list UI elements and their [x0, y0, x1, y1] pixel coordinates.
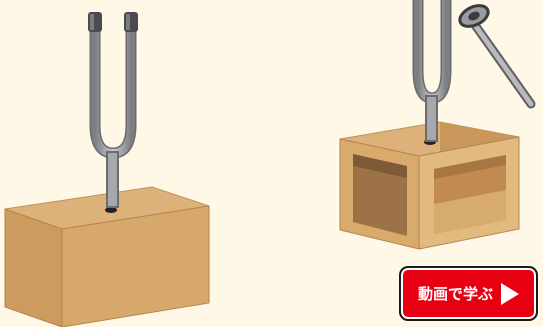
watch-video-button[interactable]: 動画で学ぶ — [399, 266, 538, 321]
tuning-fork-left — [88, 12, 138, 207]
play-icon — [501, 283, 519, 305]
tuning-fork-right — [418, 0, 446, 141]
watch-video-label: 動画で学ぶ — [418, 283, 493, 304]
rubber-mallet — [457, 2, 531, 104]
